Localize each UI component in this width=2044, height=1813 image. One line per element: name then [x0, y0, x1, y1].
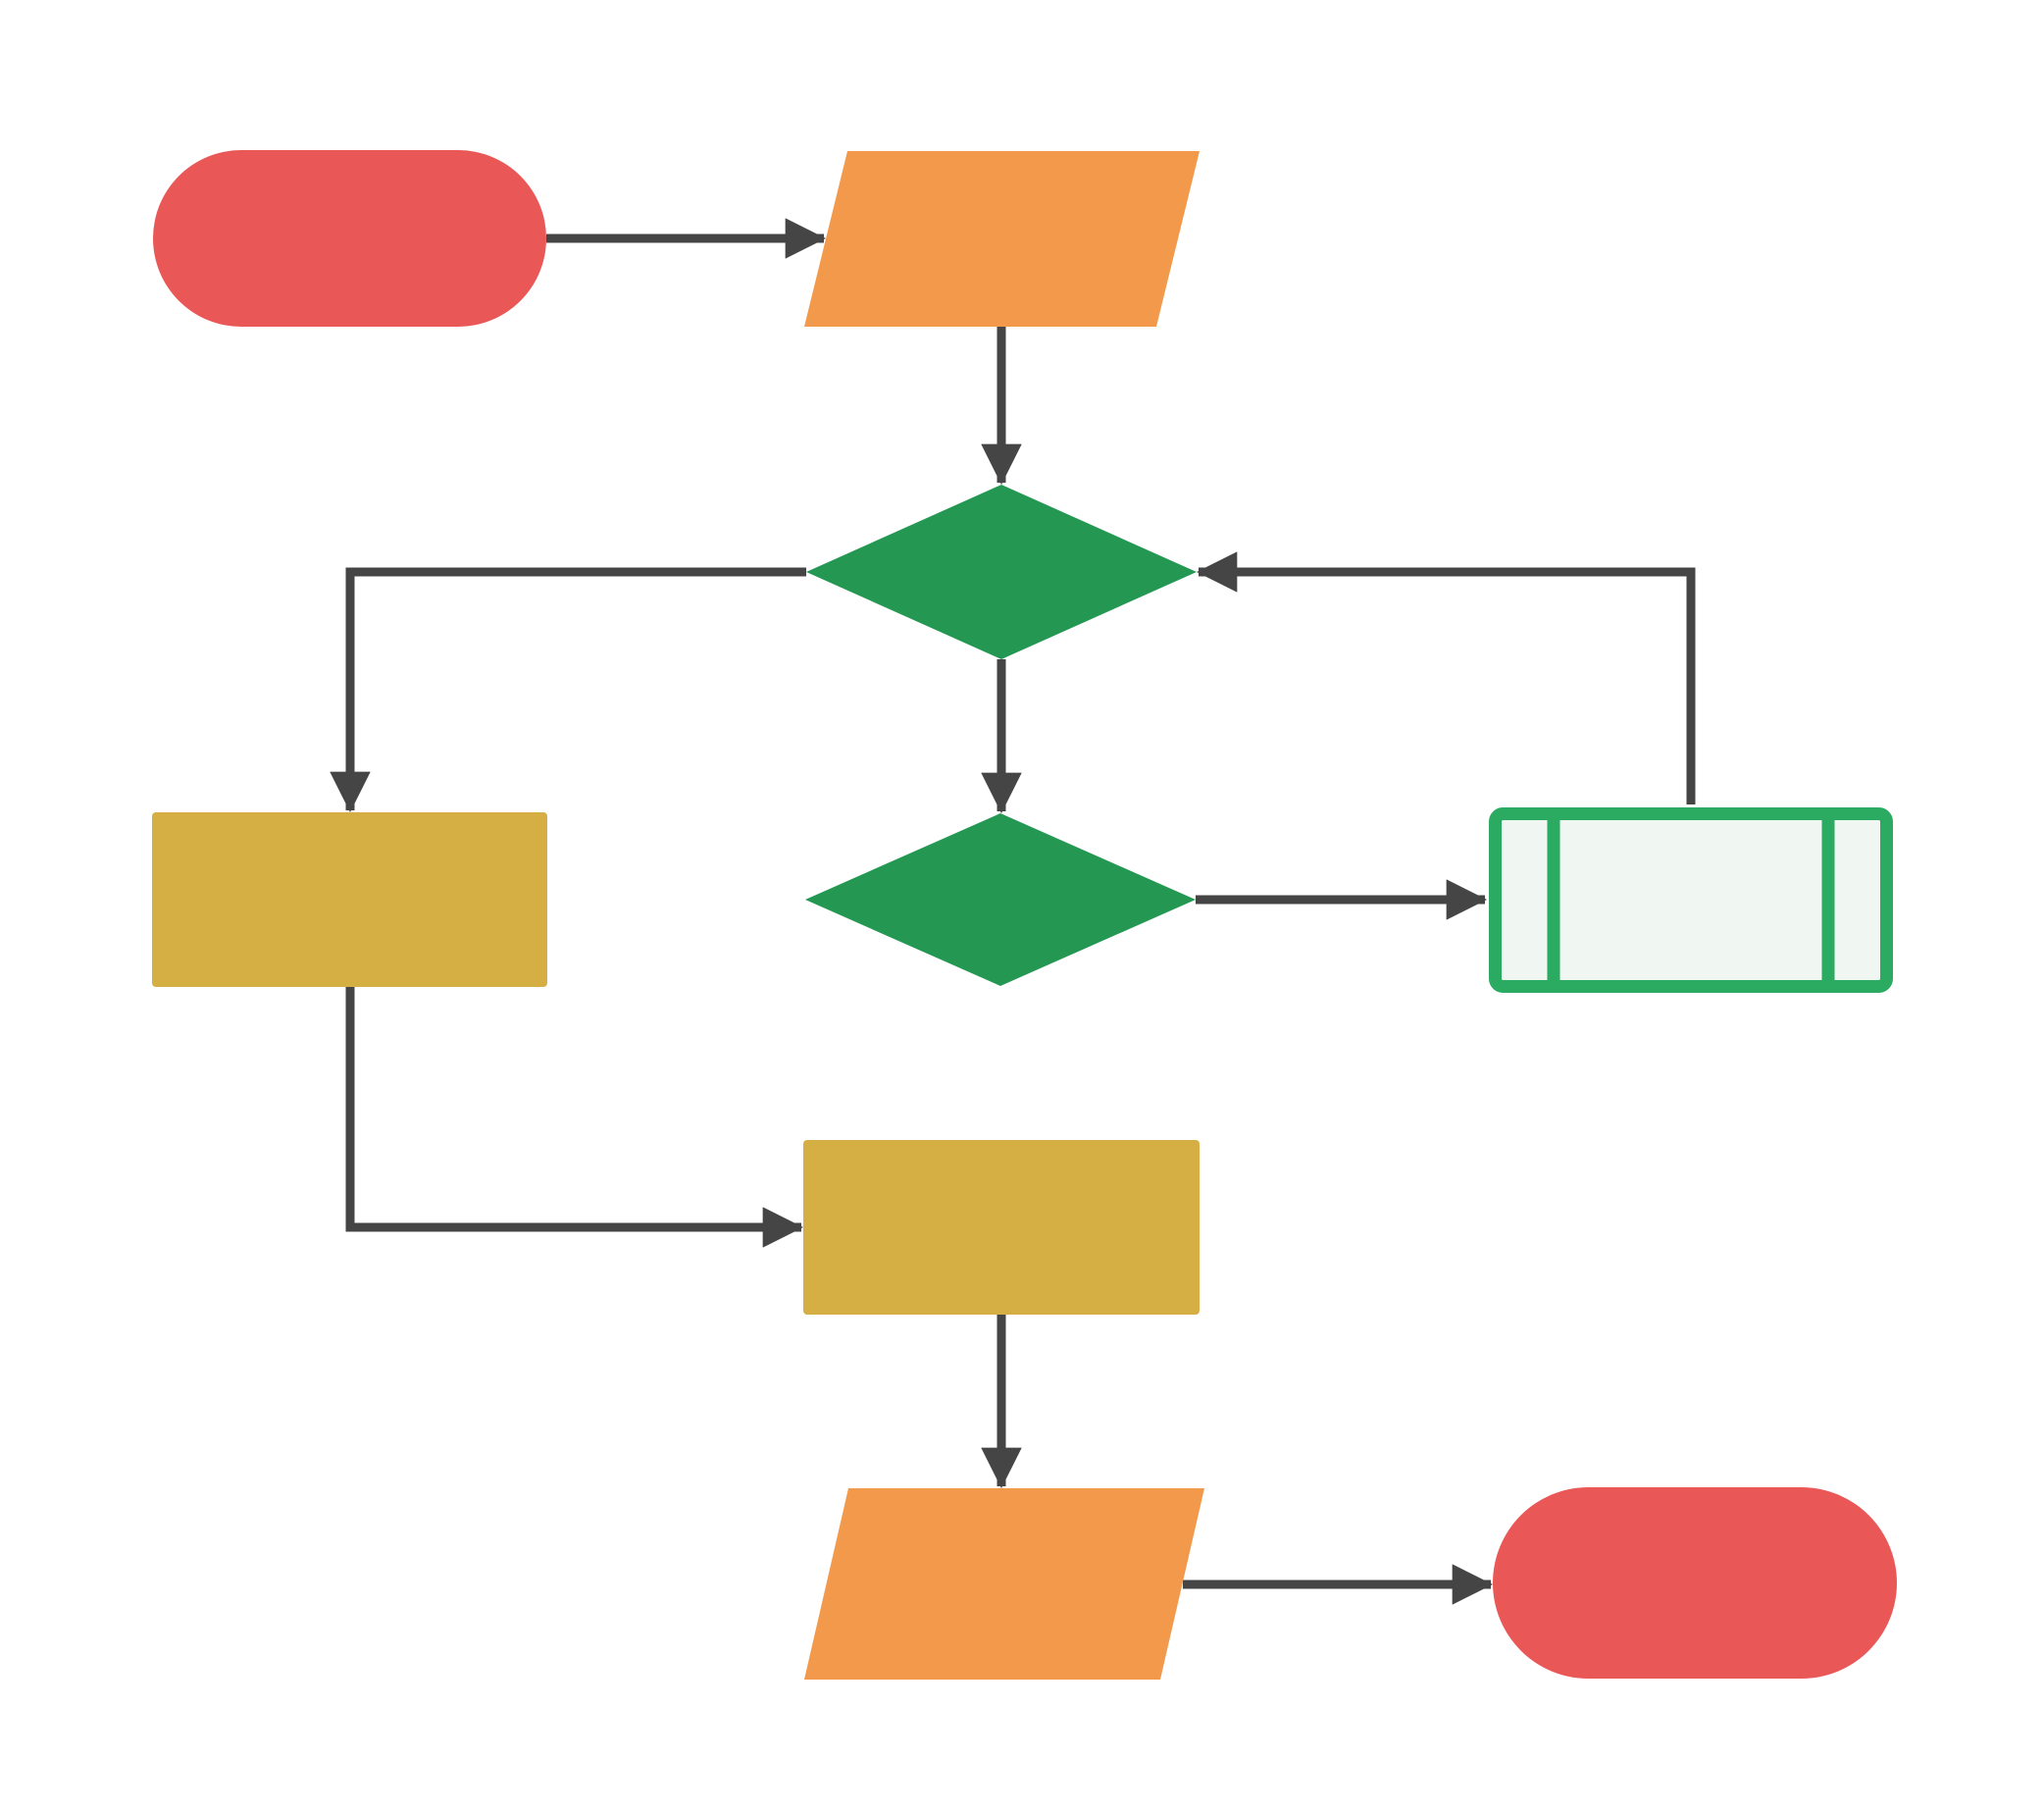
decision-diamond-1	[806, 485, 1197, 659]
decision-diamond-2	[805, 813, 1196, 986]
input-parallelogram-node	[804, 151, 1200, 327]
process-rect-2	[803, 1140, 1200, 1315]
output-parallelogram-node	[804, 1488, 1204, 1680]
process-rect-1	[152, 812, 547, 987]
connector-process1-to-process2	[345, 987, 804, 1248]
connector-decision1-to-process1	[330, 567, 806, 813]
start-terminator-node	[153, 150, 546, 327]
connector-subroutine-to-decision1	[1196, 551, 1696, 804]
predefined-process-node-body	[1489, 807, 1893, 993]
predefined-process-node	[1489, 807, 1893, 993]
end-terminator-node	[1493, 1487, 1897, 1679]
